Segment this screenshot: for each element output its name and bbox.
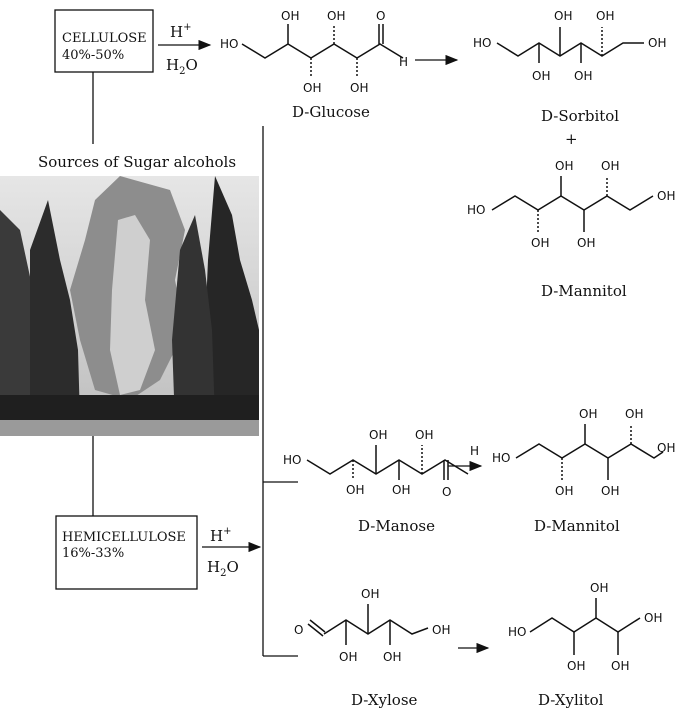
cellulose-box: CELLULOSE 40%-50% — [54, 9, 154, 73]
sorbitol-label: D-Sorbitol — [541, 107, 619, 125]
svg-text:OH: OH — [657, 189, 675, 203]
svg-text:OH: OH — [644, 611, 662, 625]
svg-text:HO: HO — [467, 203, 485, 217]
cellulose-reaction: H+ H2O — [158, 22, 212, 77]
svg-text:OH: OH — [339, 650, 357, 664]
svg-text:OH: OH — [567, 659, 585, 673]
svg-text:H: H — [399, 55, 408, 69]
svg-text:OH: OH — [590, 581, 608, 595]
svg-text:OH: OH — [554, 9, 572, 23]
mannitol-mid-label: D-Mannitol — [534, 517, 620, 535]
cellulose-label: CELLULOSE — [62, 31, 147, 46]
glucose-label: D-Glucose — [292, 103, 370, 121]
svg-text:OH: OH — [657, 441, 675, 455]
plus-sign: + — [565, 130, 578, 148]
hemicellulose-box: HEMICELLULOSE 16%-33% — [55, 515, 198, 590]
manose-structure: HO OH OH OH OH O H — [283, 428, 479, 499]
mannitol-top-structure: HO OH OH OH OH OH — [467, 159, 675, 250]
hemicellulose-label: HEMICELLULOSE — [62, 530, 186, 545]
svg-text:OH: OH — [392, 483, 410, 497]
svg-text:O: O — [294, 623, 303, 637]
svg-text:OH: OH — [432, 623, 450, 637]
svg-text:OH: OH — [383, 650, 401, 664]
svg-text:HO: HO — [492, 451, 510, 465]
mannitol-top-label: D-Mannitol — [541, 282, 627, 300]
svg-text:O: O — [376, 9, 385, 23]
svg-text:OH: OH — [532, 69, 550, 83]
svg-text:OH: OH — [531, 236, 549, 250]
svg-text:HO: HO — [283, 453, 301, 467]
hemicellulose-reaction: H+ H2O — [202, 526, 262, 579]
hemicellulose-percent: 16%-33% — [62, 546, 124, 561]
forest-photo — [0, 176, 259, 436]
svg-text:OH: OH — [327, 9, 345, 23]
svg-text:OH: OH — [281, 9, 299, 23]
diagram-caption: Sources of Sugar alcohols — [38, 153, 236, 171]
svg-text:OH: OH — [577, 236, 595, 250]
xylose-label: D-Xylose — [351, 691, 418, 709]
xylitol-structure: HO OH OH OH OH — [508, 581, 662, 673]
mannitol-mid-structure: HO OH OH OH OH OH — [492, 407, 675, 498]
svg-text:OH: OH — [346, 483, 364, 497]
svg-text:OH: OH — [303, 81, 321, 95]
svg-text:OH: OH — [625, 407, 643, 421]
svg-text:OH: OH — [555, 484, 573, 498]
svg-text:OH: OH — [574, 69, 592, 83]
svg-text:HO: HO — [220, 37, 238, 51]
svg-text:OH: OH — [596, 9, 614, 23]
svg-text:OH: OH — [601, 484, 619, 498]
svg-text:OH: OH — [369, 428, 387, 442]
svg-text:HO: HO — [508, 625, 526, 639]
xylitol-label: D-Xylitol — [538, 691, 604, 709]
glucose-structure: HO OH OH OH OH O H — [220, 9, 408, 95]
manose-label: D-Manose — [358, 517, 435, 535]
svg-text:OH: OH — [601, 159, 619, 173]
sorbitol-structure: HO OH OH OH OH OH — [473, 9, 666, 83]
xylose-structure: O OH OH OH OH — [294, 587, 450, 664]
acid-label: H+ — [170, 22, 191, 41]
svg-text:OH: OH — [350, 81, 368, 95]
water-label: H2O — [166, 56, 198, 77]
water-label-2: H2O — [207, 558, 239, 579]
svg-text:OH: OH — [415, 428, 433, 442]
svg-text:HO: HO — [473, 36, 491, 50]
svg-text:OH: OH — [579, 407, 597, 421]
svg-text:H: H — [470, 444, 479, 458]
svg-text:OH: OH — [648, 36, 666, 50]
cellulose-percent: 40%-50% — [62, 48, 124, 63]
svg-text:OH: OH — [361, 587, 379, 601]
svg-text:O: O — [442, 485, 451, 499]
svg-text:OH: OH — [611, 659, 629, 673]
acid-label-2: H+ — [210, 526, 231, 545]
svg-text:OH: OH — [555, 159, 573, 173]
